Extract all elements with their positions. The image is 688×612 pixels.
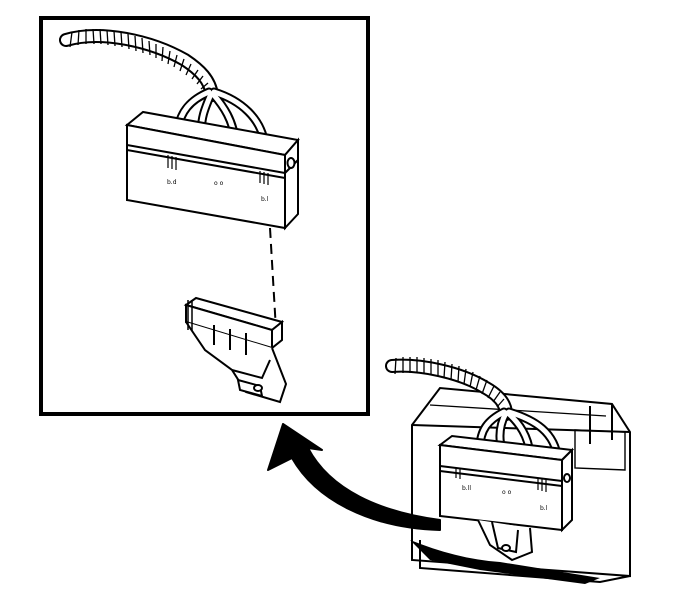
main-label-middle: o o bbox=[502, 489, 512, 496]
inset-label-left: b.d bbox=[167, 179, 177, 186]
pointer-arrow bbox=[267, 423, 441, 531]
main-mounting-bracket bbox=[477, 519, 534, 562]
main-harness-conduit bbox=[385, 357, 513, 421]
inset-label-right: b.l bbox=[261, 196, 269, 203]
main-label-left: b.ll bbox=[462, 485, 471, 492]
battery-case bbox=[411, 386, 631, 584]
alignment-dashed-line bbox=[269, 227, 277, 331]
detail-inset: b.d o o b.l bbox=[39, 16, 370, 416]
main-label-right: b.l bbox=[540, 505, 548, 512]
main-connector-markings: b.ll o o b.l bbox=[462, 485, 548, 512]
inset-mounting-bracket bbox=[183, 296, 288, 404]
main-connector-body bbox=[437, 434, 575, 533]
inset-label-middle: o o bbox=[214, 180, 224, 187]
inset-harness-conduit bbox=[59, 28, 219, 102]
inset-connector-markings: b.d o o b.l bbox=[167, 179, 269, 203]
inset-connector-body bbox=[124, 110, 300, 231]
main-view: b.ll o o b.l bbox=[385, 357, 631, 584]
mounting-tray bbox=[410, 540, 600, 584]
